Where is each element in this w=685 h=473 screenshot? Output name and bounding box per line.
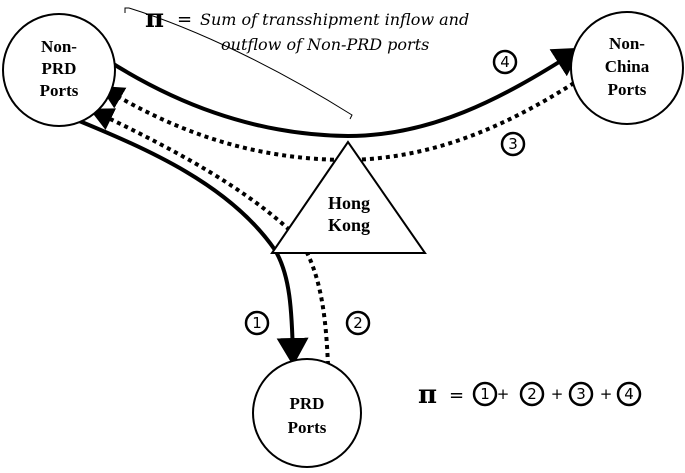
definition-text-line2: outflow of Non-PRD ports: [221, 35, 429, 54]
hong-kong-node: [270, 140, 427, 254]
flow-4-path: [105, 47, 582, 139]
flow-2-number: 2: [353, 314, 363, 332]
formula-equals: =: [449, 385, 464, 406]
formula: π = 1 + 2 + 3 + 4: [418, 380, 642, 410]
definition-pi-symbol: π: [145, 4, 164, 34]
formula-plus-1: +: [497, 385, 510, 403]
formula-term-4: 4: [624, 385, 634, 403]
non-prd-label-line3: Ports: [40, 81, 79, 100]
flow-4-marker: 4: [492, 49, 518, 75]
formula-term-2: 2: [527, 385, 537, 403]
non-china-ports-node: [570, 11, 684, 125]
definition-bracket: [124, 7, 353, 120]
definition-equals: =: [177, 9, 192, 30]
flow-1-marker: 1: [244, 310, 270, 336]
prd-label-line1: PRD: [290, 394, 325, 413]
flow-2-marker: 2: [345, 310, 371, 336]
formula-term-3: 3: [576, 385, 586, 403]
flow-4-number: 4: [500, 53, 510, 71]
formula-pi-symbol: π: [418, 380, 437, 410]
prd-ports-node: [252, 358, 362, 468]
definition-text-line1: Sum of transshipment inflow and: [200, 10, 469, 29]
formula-plus-2: +: [551, 385, 564, 403]
flow-2-path: [89, 108, 330, 366]
non-china-label-line3: Ports: [608, 80, 647, 99]
formula-plus-3: +: [600, 385, 613, 403]
formula-term-1: 1: [480, 385, 490, 403]
flow-3-marker: 3: [500, 131, 526, 157]
non-prd-ports-node: [2, 13, 116, 127]
hong-kong-label-line2: Kong: [328, 215, 370, 235]
prd-label-line2: Ports: [288, 418, 327, 437]
flow-3-number: 3: [508, 135, 518, 153]
flow-1-number: 1: [252, 314, 262, 332]
hong-kong-label-line1: Hong: [328, 193, 370, 213]
non-china-label-line1: Non-: [609, 34, 645, 53]
non-china-label-line2: China: [605, 57, 650, 76]
non-prd-label-line2: PRD: [42, 59, 77, 78]
flow-1-path: [71, 116, 309, 366]
non-prd-label-line1: Non-: [41, 37, 77, 56]
